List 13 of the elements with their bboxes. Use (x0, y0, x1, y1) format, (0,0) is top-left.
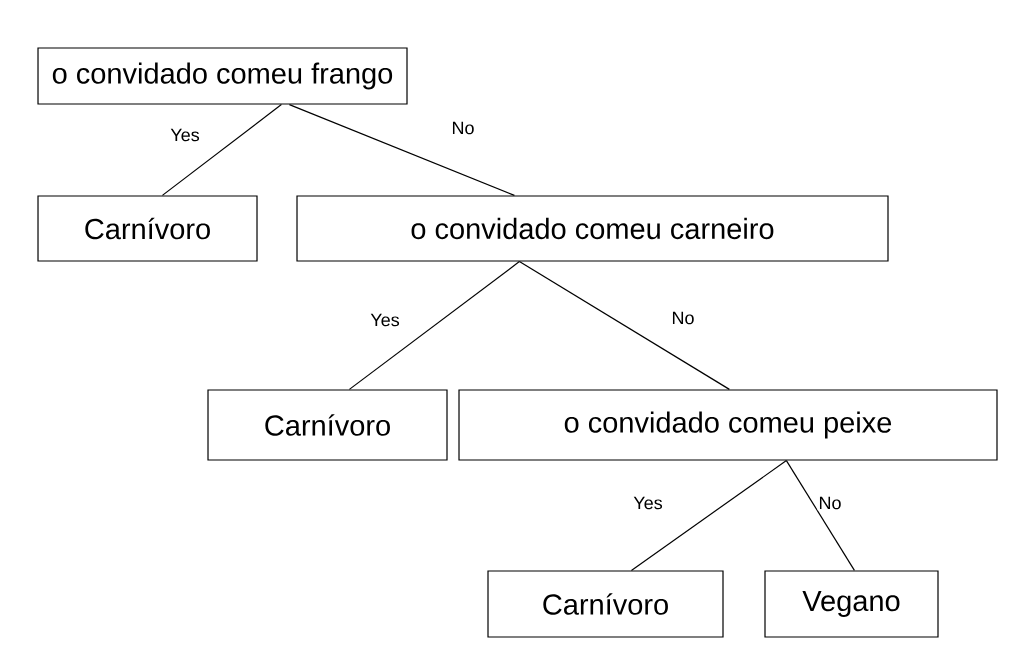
branch-line (785, 460, 855, 571)
decision-box: o convidado comeu carneiro (296, 195, 889, 262)
decision-box: o convidado comeu peixe (458, 389, 998, 461)
branch-line (630, 460, 787, 571)
branch-line (348, 261, 520, 390)
decision-box: Carnívoro (207, 389, 448, 461)
decision-box: o convidado comeu frango (37, 47, 408, 105)
decision-box: Carnívoro (37, 195, 258, 262)
branch-line (518, 261, 730, 390)
decision-box: Carnívoro (487, 570, 724, 638)
branch-line (161, 104, 282, 196)
branch-line (288, 104, 515, 196)
decision-box: Vegano (764, 570, 939, 638)
